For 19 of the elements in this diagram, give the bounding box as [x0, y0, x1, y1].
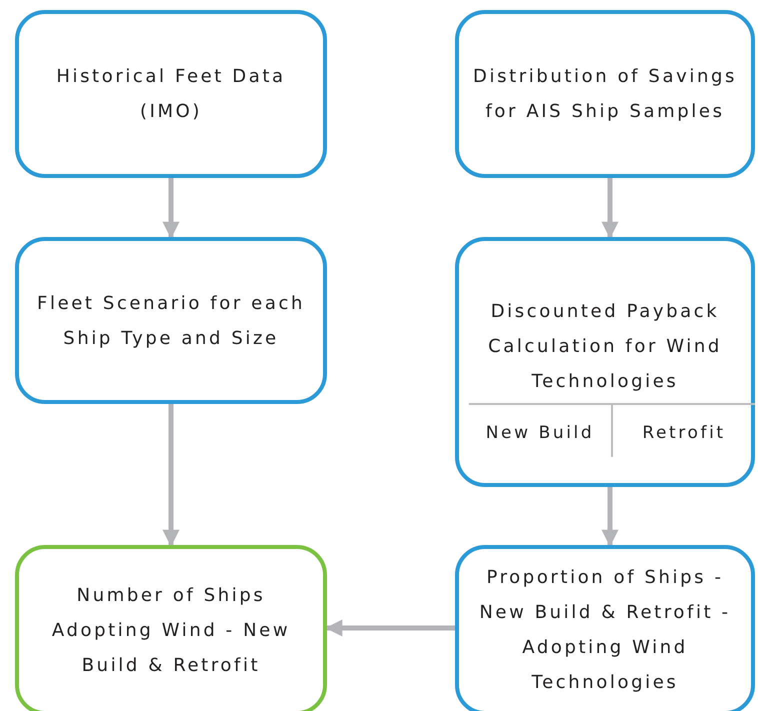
box-label: Fleet Scenario for each Ship Type and Size: [36, 292, 306, 350]
process-box: [455, 10, 755, 178]
option-label: New Build: [484, 422, 596, 444]
box-label: Discounted Payback Calculation for Wind Technologies: [487, 300, 723, 394]
box-label: Historical Feet Data (IMO): [55, 65, 287, 124]
box-label: Number of Ships Adopting Wind - New Build & Retrofit: [50, 584, 292, 678]
process-box: [15, 237, 327, 404]
arrow: [162, 178, 180, 239]
process-box: [455, 237, 755, 487]
process-box: [15, 10, 327, 178]
arrow: [162, 404, 180, 547]
arrow: [602, 178, 618, 239]
arrow: [602, 487, 618, 547]
process-box: [15, 545, 327, 711]
box-label: Distribution of Savings for AIS Ship Samples: [472, 65, 738, 124]
process-box: [455, 545, 755, 711]
option-label: Retrofit: [611, 404, 755, 456]
box-label: Proportion of Ships - New Build & Retrofit - Adopting Wind Technologies: [478, 566, 732, 695]
arrow: [325, 620, 455, 636]
